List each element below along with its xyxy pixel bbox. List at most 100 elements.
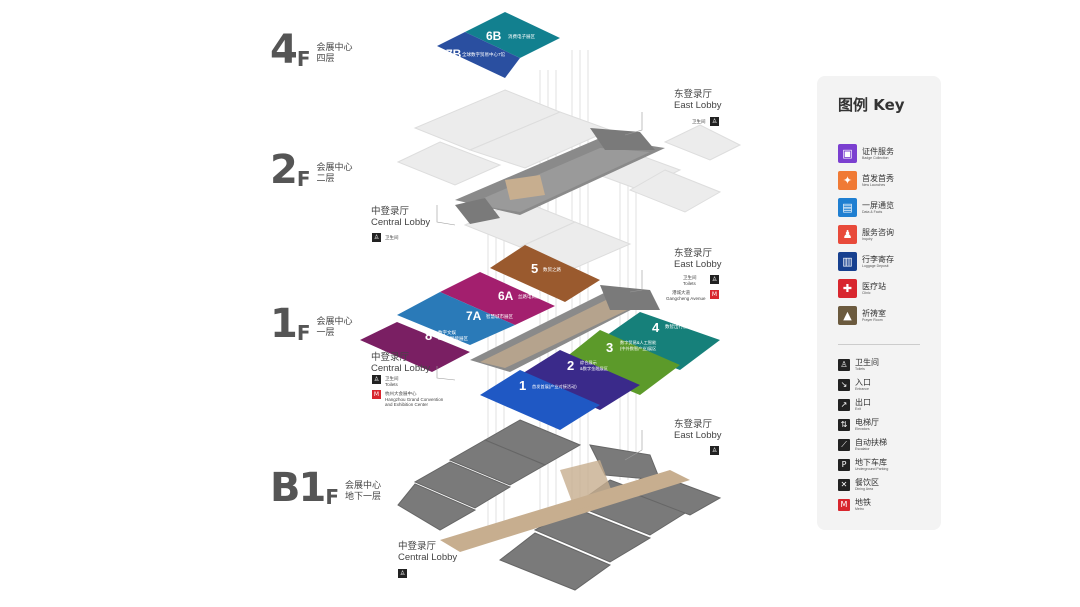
lobby-east-b1: 东登录厅 East Lobby — [674, 419, 722, 441]
lobby-name-cn: 中登录厅 — [371, 206, 410, 217]
lobby-name-en: East Lobby — [674, 430, 722, 441]
hall-6b[interactable] — [465, 12, 560, 58]
hall-6a-label: 丝路电商展区 — [518, 293, 545, 300]
hall-5-label: 数贸之路 — [543, 266, 561, 273]
toilet-icon: ♙ — [710, 446, 719, 455]
legend-label: 祈祷室 — [862, 308, 886, 318]
elevator-icon: ⇅ — [838, 419, 850, 431]
floor-caption: 会展中心 四层 — [317, 42, 353, 64]
hall-4-number: 4 — [652, 320, 660, 335]
metro-station-label-en: Gangcheng Avenue — [666, 296, 706, 301]
metro-icon: M — [372, 390, 381, 399]
metro-station-label: 杭州大会展中心 — [385, 391, 417, 396]
hall-3[interactable] — [560, 330, 680, 395]
legend-title: 图例 Key — [838, 96, 905, 114]
legend-label: 一屏通览 — [862, 200, 894, 210]
floor-suffix: F — [296, 47, 311, 71]
toilet-label: 卫生间 — [385, 376, 399, 381]
legend-label-en: Escalator — [855, 447, 870, 451]
legend-label: 出口 — [855, 398, 871, 407]
callout-lines — [436, 112, 643, 461]
floor-number: 1 — [270, 301, 298, 347]
floor-label-b1f: B1 F 会展中心 地下一层 — [270, 468, 381, 508]
hall-4[interactable] — [600, 312, 720, 370]
hall-7b-label: 全球数字贸易中心7馆 — [462, 51, 506, 58]
lobby-name-en: Central Lobby — [371, 217, 431, 228]
hall-6b-number: 6B — [486, 29, 502, 43]
badge-icon: ▣ — [838, 144, 857, 163]
parking-icon: P — [838, 459, 850, 471]
legend-label-en: Prayer Room — [862, 317, 883, 322]
floor-caption-line1: 会展中心 — [316, 162, 353, 172]
hall-2-number: 2 — [567, 358, 574, 373]
lobby-east-2f: 东登录厅 East Lobby — [674, 89, 722, 111]
toilet-icon: ♙ — [398, 569, 407, 578]
toilet-label-en: Toilets — [385, 382, 398, 387]
luggage-icon: ▥ — [838, 252, 857, 271]
metro-icon: M — [710, 290, 719, 299]
floor-caption-line2: 一层 — [316, 327, 335, 337]
lobby-central-1f: 中登录厅 Central Lobby — [371, 352, 430, 374]
metro-station-label: 港城大道 — [672, 290, 690, 295]
legend-label-en: Clinic — [862, 290, 871, 295]
legend-label: 首发首秀 — [862, 173, 894, 183]
hall-2[interactable] — [520, 350, 640, 410]
toilet-label: 卫生间 — [692, 119, 706, 124]
hall-7b[interactable] — [437, 32, 520, 78]
lobby-name-en: East Lobby — [674, 259, 722, 270]
metro-icon: M — [838, 499, 850, 511]
toilet-label: 卫生间 — [683, 275, 697, 280]
hall-7a[interactable] — [397, 292, 515, 345]
hall-7a-number: 7A — [466, 309, 482, 323]
floor-caption-line2: 四层 — [316, 53, 335, 63]
legend-divider — [838, 344, 920, 345]
legend-label: 餐饮区 — [855, 478, 879, 487]
toilet-icon: ♙ — [838, 359, 850, 371]
floor-number: B1 — [270, 465, 326, 511]
toilet-icon: ♙ — [710, 275, 719, 284]
legend-label: 卫生间 — [855, 358, 879, 367]
hall-8[interactable] — [360, 322, 470, 372]
legend-label-en: Metro — [855, 507, 864, 511]
legend-label-en: Data & Facts — [862, 209, 883, 214]
legend-label: 地铁 — [855, 498, 871, 507]
hall-1[interactable] — [480, 370, 600, 430]
floor-suffix: F — [325, 485, 339, 509]
clinic-icon: ✚ — [838, 279, 857, 298]
toilet-label-en: Toilets — [683, 281, 696, 286]
hall-1-label: 首发首展(产业对接活动) — [532, 383, 577, 390]
floor-number: 2 — [270, 147, 298, 193]
lobby-central-2f: 中登录厅 Central Lobby — [371, 206, 430, 228]
hall-7b-number: 7B — [446, 47, 462, 61]
floor-suffix: F — [296, 167, 311, 191]
hall-6a[interactable] — [440, 272, 555, 325]
hall-2-label-line2: &数字金融展区 — [580, 365, 608, 372]
hall-6a-number: 6A — [498, 289, 514, 303]
lobby-name-en: Central Lobby — [398, 552, 458, 563]
floor-caption-line1: 会展中心 — [316, 316, 353, 326]
lobby-name-en: East Lobby — [674, 100, 722, 111]
hall-8-number: 8 — [425, 328, 432, 343]
prayer-icon: ▲ — [838, 306, 857, 325]
hall-5[interactable] — [490, 245, 600, 302]
toilet-icon: ♙ — [372, 375, 381, 384]
floor-label-4f: 4 F 会展中心 四层 — [270, 30, 353, 70]
hall-1-number: 1 — [519, 378, 526, 393]
floor-caption-line2: 二层 — [316, 173, 335, 183]
floor-caption-line1: 会展中心 — [316, 42, 353, 52]
legend-label: 地下车库 — [855, 458, 887, 467]
legend-label: 入口 — [855, 378, 871, 387]
floor-2f — [396, 89, 742, 269]
lobby-name-cn: 东登录厅 — [674, 419, 713, 430]
lobby-name-cn: 中登录厅 — [371, 352, 410, 363]
launch-icon: ✦ — [838, 171, 857, 190]
screen-icon: ▤ — [838, 198, 857, 217]
